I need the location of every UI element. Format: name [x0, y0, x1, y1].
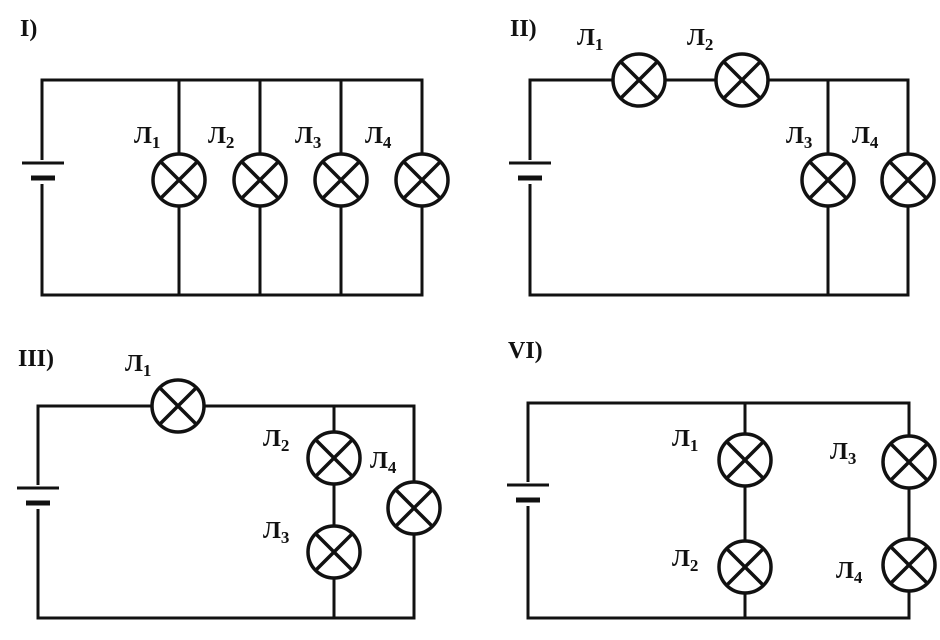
lamp-label-i-1: Л1: [134, 123, 160, 152]
lamp-ii-4: [880, 152, 936, 208]
lamp-label-i-3: Л3: [295, 123, 321, 152]
lamp-ii-3: [800, 152, 856, 208]
lamp-label-vi-3: Л3: [830, 439, 856, 468]
lamp-label-ii-3: Л3: [786, 123, 812, 152]
lamp-iii-3: [306, 524, 362, 580]
lamp-i-3: [313, 152, 369, 208]
battery-iii: [17, 485, 59, 509]
lamp-label-vi-1: Л1: [672, 426, 698, 455]
lamp-label-iii-3: Л3: [263, 518, 289, 547]
panel-iii: III) Л1 Л2 Л3: [17, 346, 442, 620]
lamp-label-vi-4: Л4: [836, 558, 863, 587]
lamp-iii-2: [306, 430, 362, 486]
lamp-label-vi-2: Л2: [672, 546, 698, 575]
lamp-label-i-4: Л4: [365, 123, 392, 152]
panel-label-ii: II): [510, 16, 537, 42]
lamp-i-4: [394, 152, 450, 208]
battery-i: [22, 160, 64, 184]
lamp-iii-4: [386, 480, 442, 536]
panel-i: I) Л1 Л2 Л3: [20, 16, 450, 297]
lamp-label-i-2: Л2: [208, 123, 234, 152]
lamp-label-ii-1: Л1: [577, 25, 603, 54]
lamp-label-ii-4: Л4: [852, 123, 879, 152]
battery-ii: [509, 160, 551, 184]
lamp-vi-3: [881, 434, 937, 490]
lamp-i-2: [232, 152, 288, 208]
lamp-label-iii-2: Л2: [263, 426, 289, 455]
panel-label-vi: VI): [508, 338, 543, 364]
wires-panel-iii: [36, 404, 416, 620]
lamp-iii-1: [150, 378, 206, 434]
lamp-ii-1: [611, 52, 667, 108]
lamp-label-iii-1: Л1: [125, 351, 151, 380]
lamp-label-iii-4: Л4: [370, 448, 397, 477]
wires-panel-vi: [526, 401, 911, 620]
panel-label-i: I): [20, 16, 37, 42]
panel-vi: VI) Л1 Л2 Л3: [507, 338, 937, 620]
lamp-ii-2: [714, 52, 770, 108]
panel-ii: II) Л1 Л2 Л3: [509, 16, 936, 297]
lamp-vi-4: [881, 537, 937, 593]
lamp-vi-2: [717, 539, 773, 595]
battery-vi: [507, 482, 549, 506]
lamp-vi-1: [717, 432, 773, 488]
lamp-label-ii-2: Л2: [687, 25, 713, 54]
panel-label-iii: III): [18, 346, 54, 372]
lamp-i-1: [151, 152, 207, 208]
